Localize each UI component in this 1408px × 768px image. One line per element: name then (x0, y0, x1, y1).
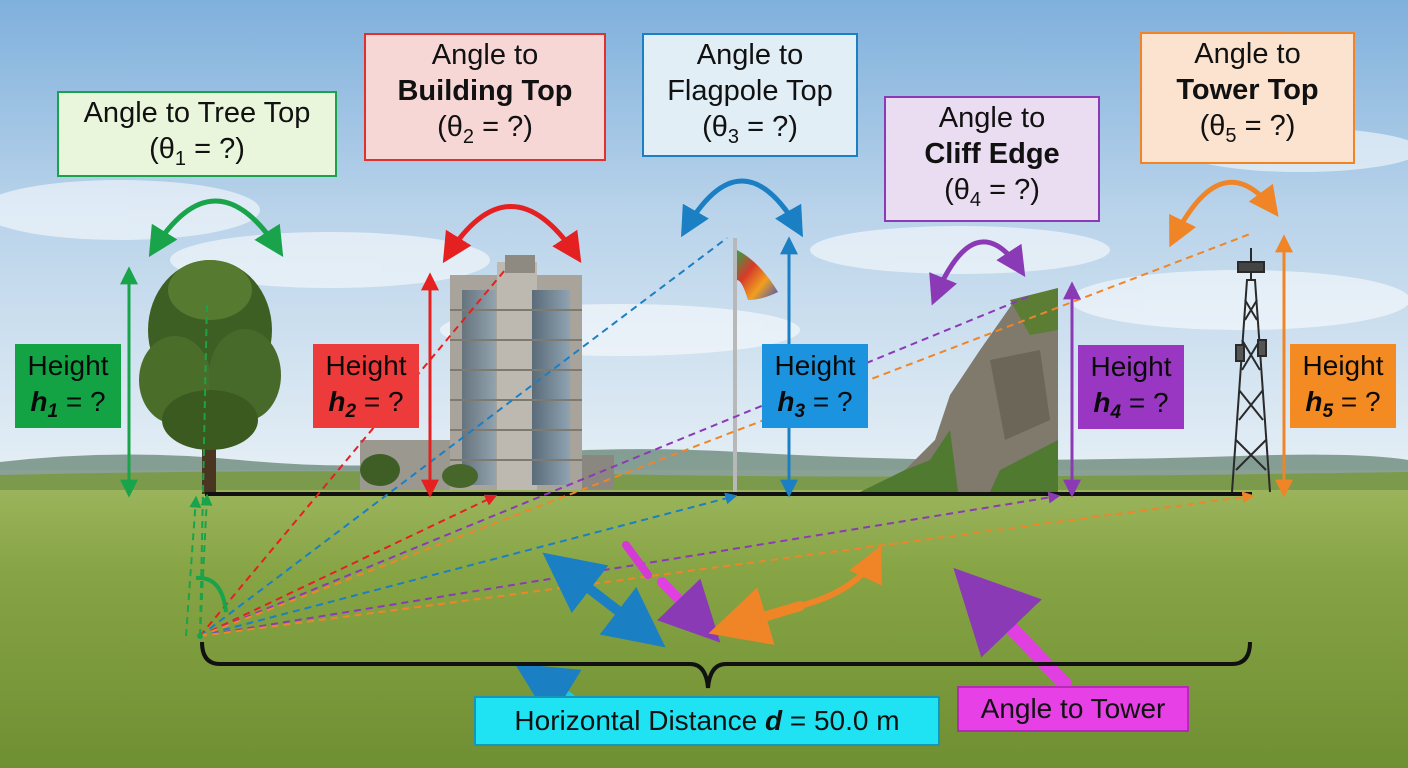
cliff (860, 288, 1058, 492)
height-subscript: 5 (1322, 401, 1334, 422)
height-label-tree: Height h1 = ? (15, 344, 121, 428)
theta-symbol: θ (446, 111, 463, 143)
theta-symbol: θ (1209, 110, 1226, 142)
angle-unknown: = ?) (981, 174, 1040, 206)
height-variable: h (777, 386, 795, 417)
theta-subscript: 4 (969, 189, 982, 211)
theta-subscript: 2 (462, 126, 475, 148)
distance-brace (200, 641, 1252, 689)
tower (1231, 248, 1271, 493)
angle-unknown: = ?) (1236, 110, 1296, 142)
angle-arc-arrows (148, 178, 1279, 306)
angle-label-flagpole: Angle to Flagpole Top (θ3 = ?) (642, 33, 858, 157)
height-word: Height (1090, 351, 1172, 382)
distance-prefix: Horizontal Distance (514, 705, 765, 736)
theta-subscript: 3 (727, 126, 740, 148)
angle-label-prefix: Angle to (938, 102, 1046, 134)
ground-pointer-arrows (514, 541, 1072, 721)
height-word: Height (774, 350, 856, 381)
height-label-cliff: Height h4 = ? (1078, 345, 1184, 429)
angle-to-tower-label: Angle to Tower (957, 686, 1189, 732)
horizontal-distance-label: Horizontal Distance d = 50.0 m (474, 696, 940, 746)
angle-label-object: Tree Top (197, 97, 311, 129)
theta-symbol: θ (711, 111, 728, 143)
height-variable: h (1305, 386, 1323, 417)
theta-subscript: 5 (1225, 125, 1237, 147)
angle-unknown: = ?) (186, 133, 245, 165)
height-unknown: = ? (1121, 387, 1169, 418)
angle-label-prefix: Angle to (431, 39, 539, 71)
angle-label-building: Angle to Building Top (θ2 = ?) (364, 33, 606, 161)
height-unknown: = ? (1333, 386, 1381, 417)
distance-variable: d (764, 705, 783, 736)
height-word: Height (325, 350, 407, 381)
height-subscript: 3 (794, 401, 806, 422)
height-variable: h (30, 386, 48, 417)
observer-point (197, 633, 203, 639)
angle-label-object: Cliff Edge (924, 138, 1060, 170)
height-unknown: = ? (58, 386, 106, 417)
angle-label-prefix: Angle to (83, 97, 191, 129)
theta-symbol: θ (953, 174, 970, 206)
flagpole (733, 238, 778, 492)
observer-angle-arc (195, 575, 228, 613)
angle-label-object: Building Top (397, 75, 573, 107)
angle-label-tree: Angle to Tree Top (θ1 = ?) (57, 91, 337, 177)
angle-unknown: = ?) (474, 111, 533, 143)
angle-label-prefix: Angle to (696, 39, 804, 71)
angle-label-cliff: Angle to Cliff Edge (θ4 = ?) (884, 96, 1100, 222)
height-word: Height (27, 350, 109, 381)
height-label-tower: Height h5 = ? (1290, 344, 1396, 428)
tree (139, 260, 281, 494)
distance-value: = 50.0 m (782, 705, 900, 736)
height-word: Height (1302, 350, 1384, 381)
building (360, 255, 614, 490)
angle-label-tower: Angle to Tower Top (θ5 = ?) (1140, 32, 1355, 164)
height-label-building: Height h2 = ? (313, 344, 419, 428)
height-subscript: 2 (345, 401, 357, 422)
height-subscript: 4 (1110, 402, 1122, 423)
angle-label-object: Flagpole Top (667, 75, 833, 107)
angle-unknown: = ?) (739, 111, 798, 143)
theta-subscript: 1 (174, 148, 187, 170)
angle-label-object: Tower Top (1176, 74, 1319, 106)
height-subscript: 1 (47, 401, 59, 422)
height-variable: h (1093, 387, 1111, 418)
height-unknown: = ? (356, 386, 404, 417)
height-variable: h (328, 386, 346, 417)
theta-symbol: θ (158, 133, 175, 165)
height-unknown: = ? (805, 386, 853, 417)
height-label-flagpole: Height h3 = ? (762, 344, 868, 428)
angle-label-prefix: Angle to (1194, 38, 1301, 70)
